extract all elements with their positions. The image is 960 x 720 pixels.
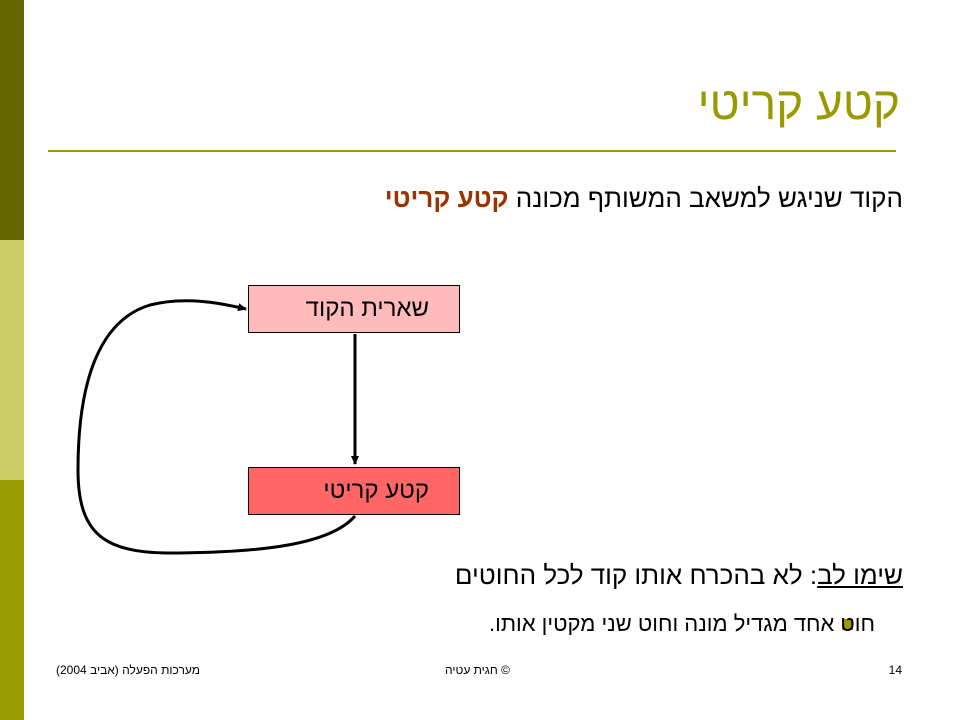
footer-copyright: © חגית עטיה [445, 663, 510, 677]
side-bar-bottom [0, 480, 24, 720]
title-rule [48, 150, 896, 152]
lead-emphasis: קטע קריטי [384, 183, 509, 213]
note-text: לא בהכרח אותו קוד לכל החוטים [454, 560, 810, 590]
lead-text-main: הקוד שניגש למשאב המשותף מכונה [508, 183, 903, 213]
note-line: שימו לב: לא בהכרח אותו קוד לכל החוטים [455, 560, 903, 591]
slide-title: קטע קריטי [697, 77, 900, 129]
side-bar-middle [0, 240, 24, 480]
footer-page-number: 14 [888, 663, 902, 677]
box-rest-of-code: שארית הקוד [248, 285, 460, 333]
box-critical-section: קטע קריטי [248, 467, 460, 515]
note-label: שימו לב [817, 560, 903, 590]
note-colon: : [809, 560, 818, 590]
loop-arrow [76, 299, 357, 555]
bullet-icon [842, 619, 853, 630]
footer-course: מערכות הפעלה (אביב 2004) [56, 663, 200, 677]
side-bar-top [0, 0, 24, 240]
lead-text: הקוד שניגש למשאב המשותף מכונה קטע קריטי [385, 183, 903, 214]
bullet-text: חוט אחד מגדיל מונה וחוט שני מקטין אותו. [489, 611, 875, 636]
